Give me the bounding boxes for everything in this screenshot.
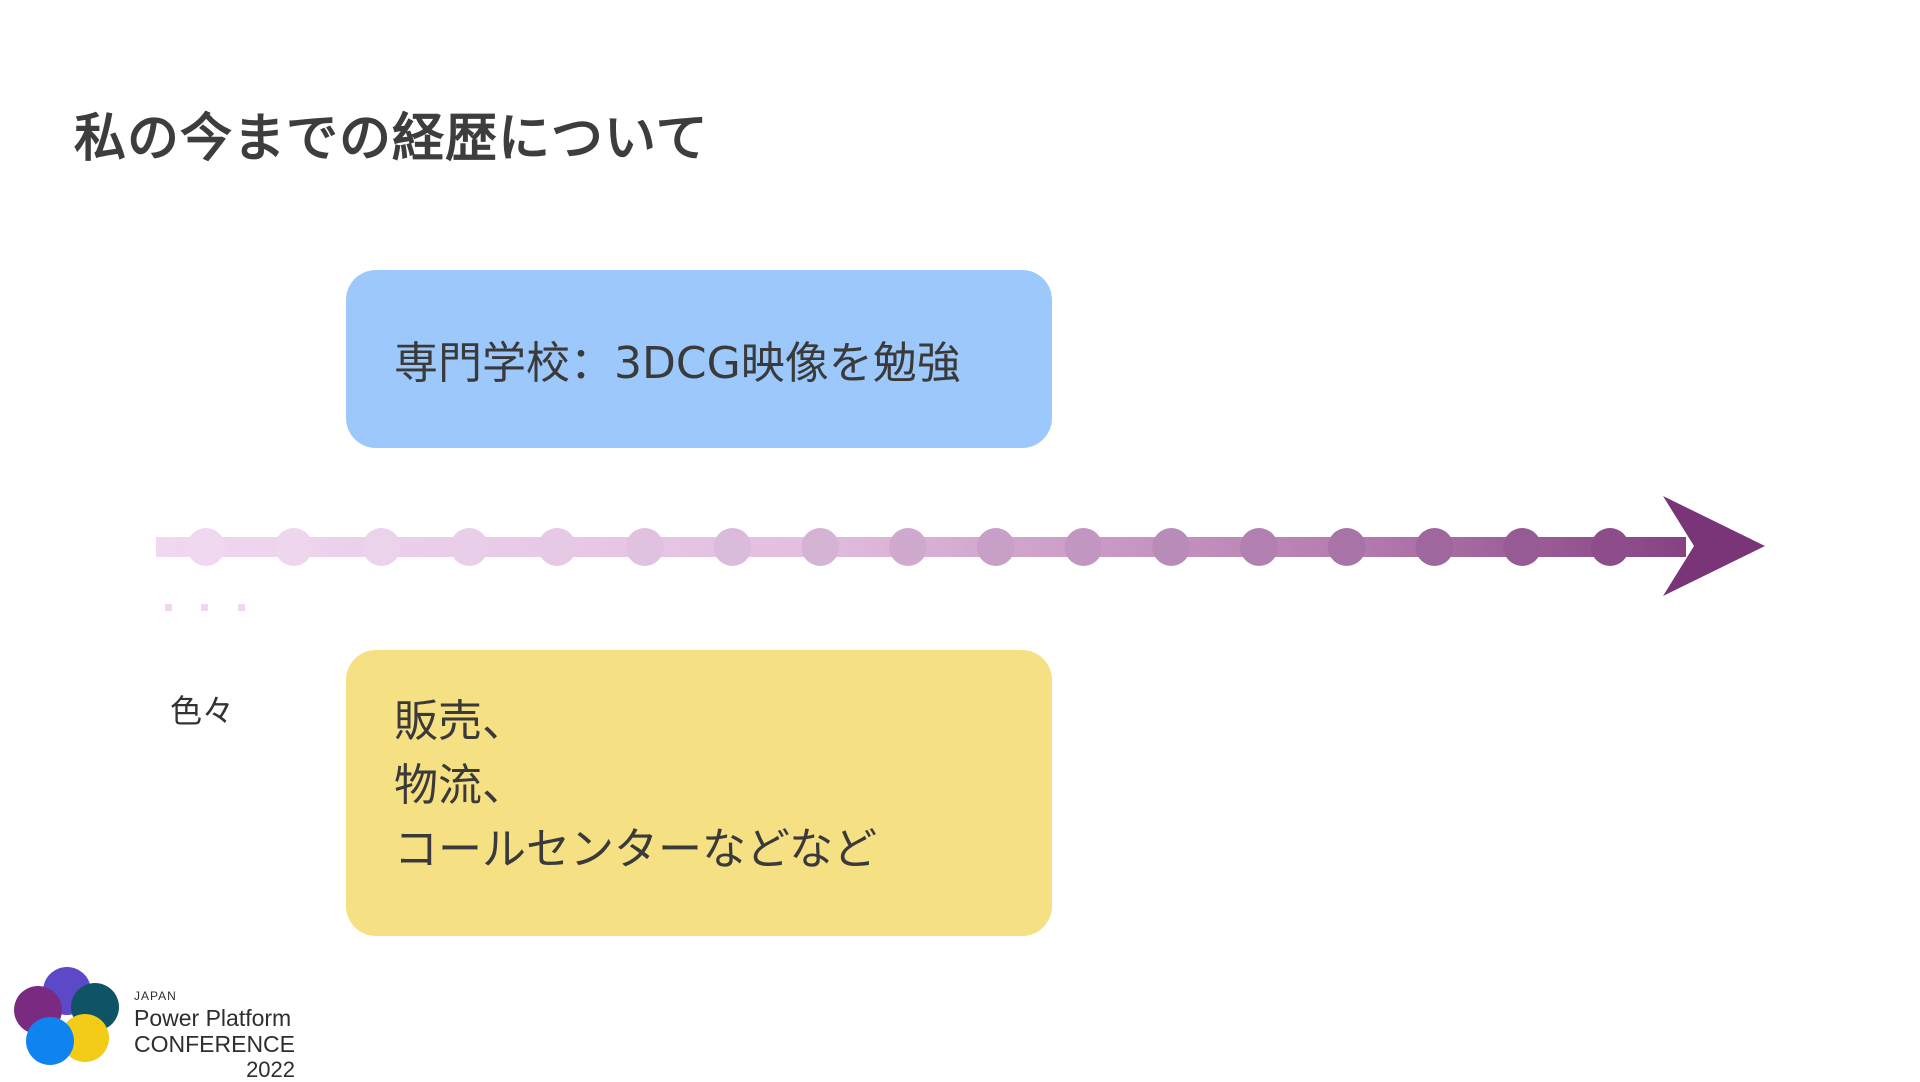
logo-year: 2022 [246, 1057, 296, 1082]
timeline-dot [187, 528, 225, 566]
jobs-line-2: 物流、 [394, 760, 526, 811]
timeline-dot [625, 528, 664, 566]
page-title: 私の今までの経歴について [74, 109, 709, 169]
logo-line-1: Power Platform [134, 1005, 292, 1031]
ellipsis-dot [165, 604, 172, 611]
timeline-dot [976, 528, 1015, 566]
timeline-dot [362, 528, 401, 566]
timeline-dot [1240, 528, 1278, 566]
timeline-dot [1591, 528, 1629, 566]
timeline-dot [713, 528, 752, 566]
jobs-line-3: コールセンターなどなど [394, 824, 878, 875]
logo-line-2: CONFERENCE [134, 1031, 296, 1057]
timeline-dot [538, 528, 576, 566]
ellipsis-dot [201, 604, 208, 611]
timeline-dot [450, 528, 489, 566]
timeline-dot [1327, 528, 1366, 566]
timeline-dot [1064, 528, 1103, 566]
conference-logo: JAPAN Power Platform CONFERENCE 2022 [12, 964, 312, 1081]
timeline-dot [889, 528, 927, 566]
timeline-dots [187, 528, 1629, 566]
school-card: 専門学校：3DCG映像を勉強 [346, 270, 1052, 448]
logo-circles-icon [14, 967, 119, 1065]
timeline-dot [801, 528, 840, 566]
logo-circle [26, 1017, 74, 1065]
logo-text: JAPAN Power Platform CONFERENCE 2022 [134, 990, 295, 1081]
jobs-card: 販売、 物流、 コールセンターなどなど [346, 650, 1052, 936]
jobs-line-1: 販売、 [394, 696, 526, 747]
side-label: 色々 [170, 692, 235, 730]
school-card-text: 専門学校：3DCG映像を勉強 [394, 338, 961, 389]
timeline-dot [1503, 528, 1542, 566]
timeline-dot [1152, 528, 1191, 566]
logo-small-text: JAPAN [134, 989, 177, 1003]
ellipsis-dot [238, 604, 245, 611]
logo-circle [61, 1014, 109, 1062]
timeline-ellipsis [165, 604, 245, 611]
timeline-dot [274, 528, 313, 566]
timeline-dot [1415, 528, 1454, 566]
timeline-arrowhead [1663, 496, 1765, 596]
